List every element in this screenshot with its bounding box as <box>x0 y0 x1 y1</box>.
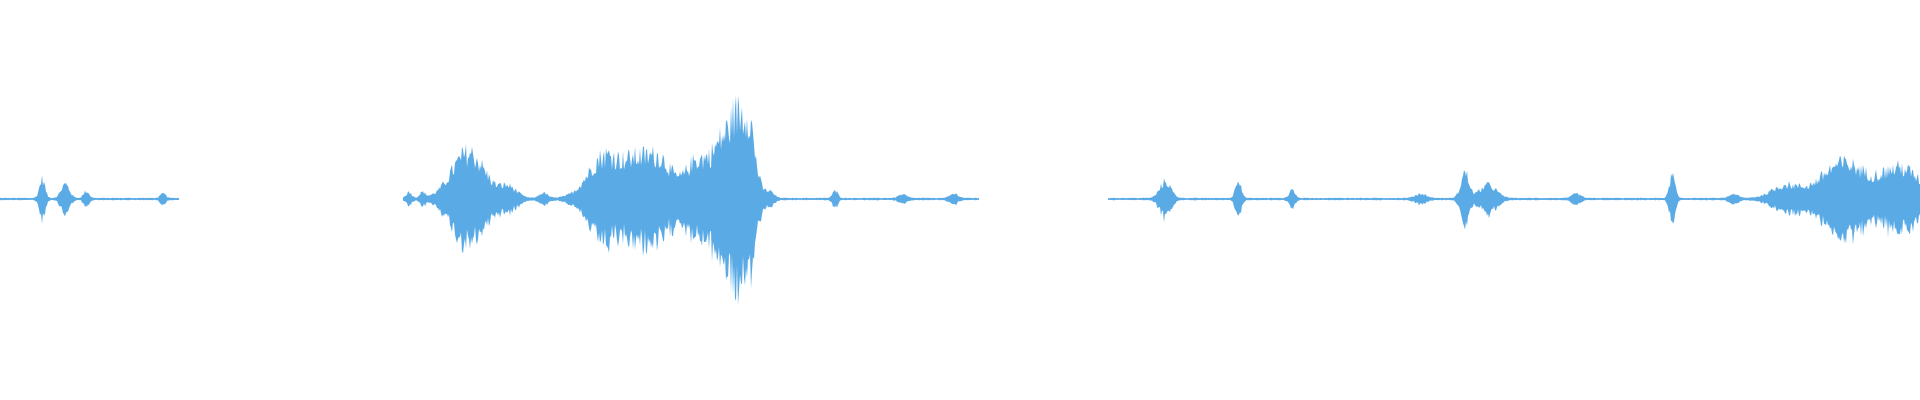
waveform-segment-2 <box>403 95 979 305</box>
waveform-segment-3 <box>1108 155 1920 245</box>
